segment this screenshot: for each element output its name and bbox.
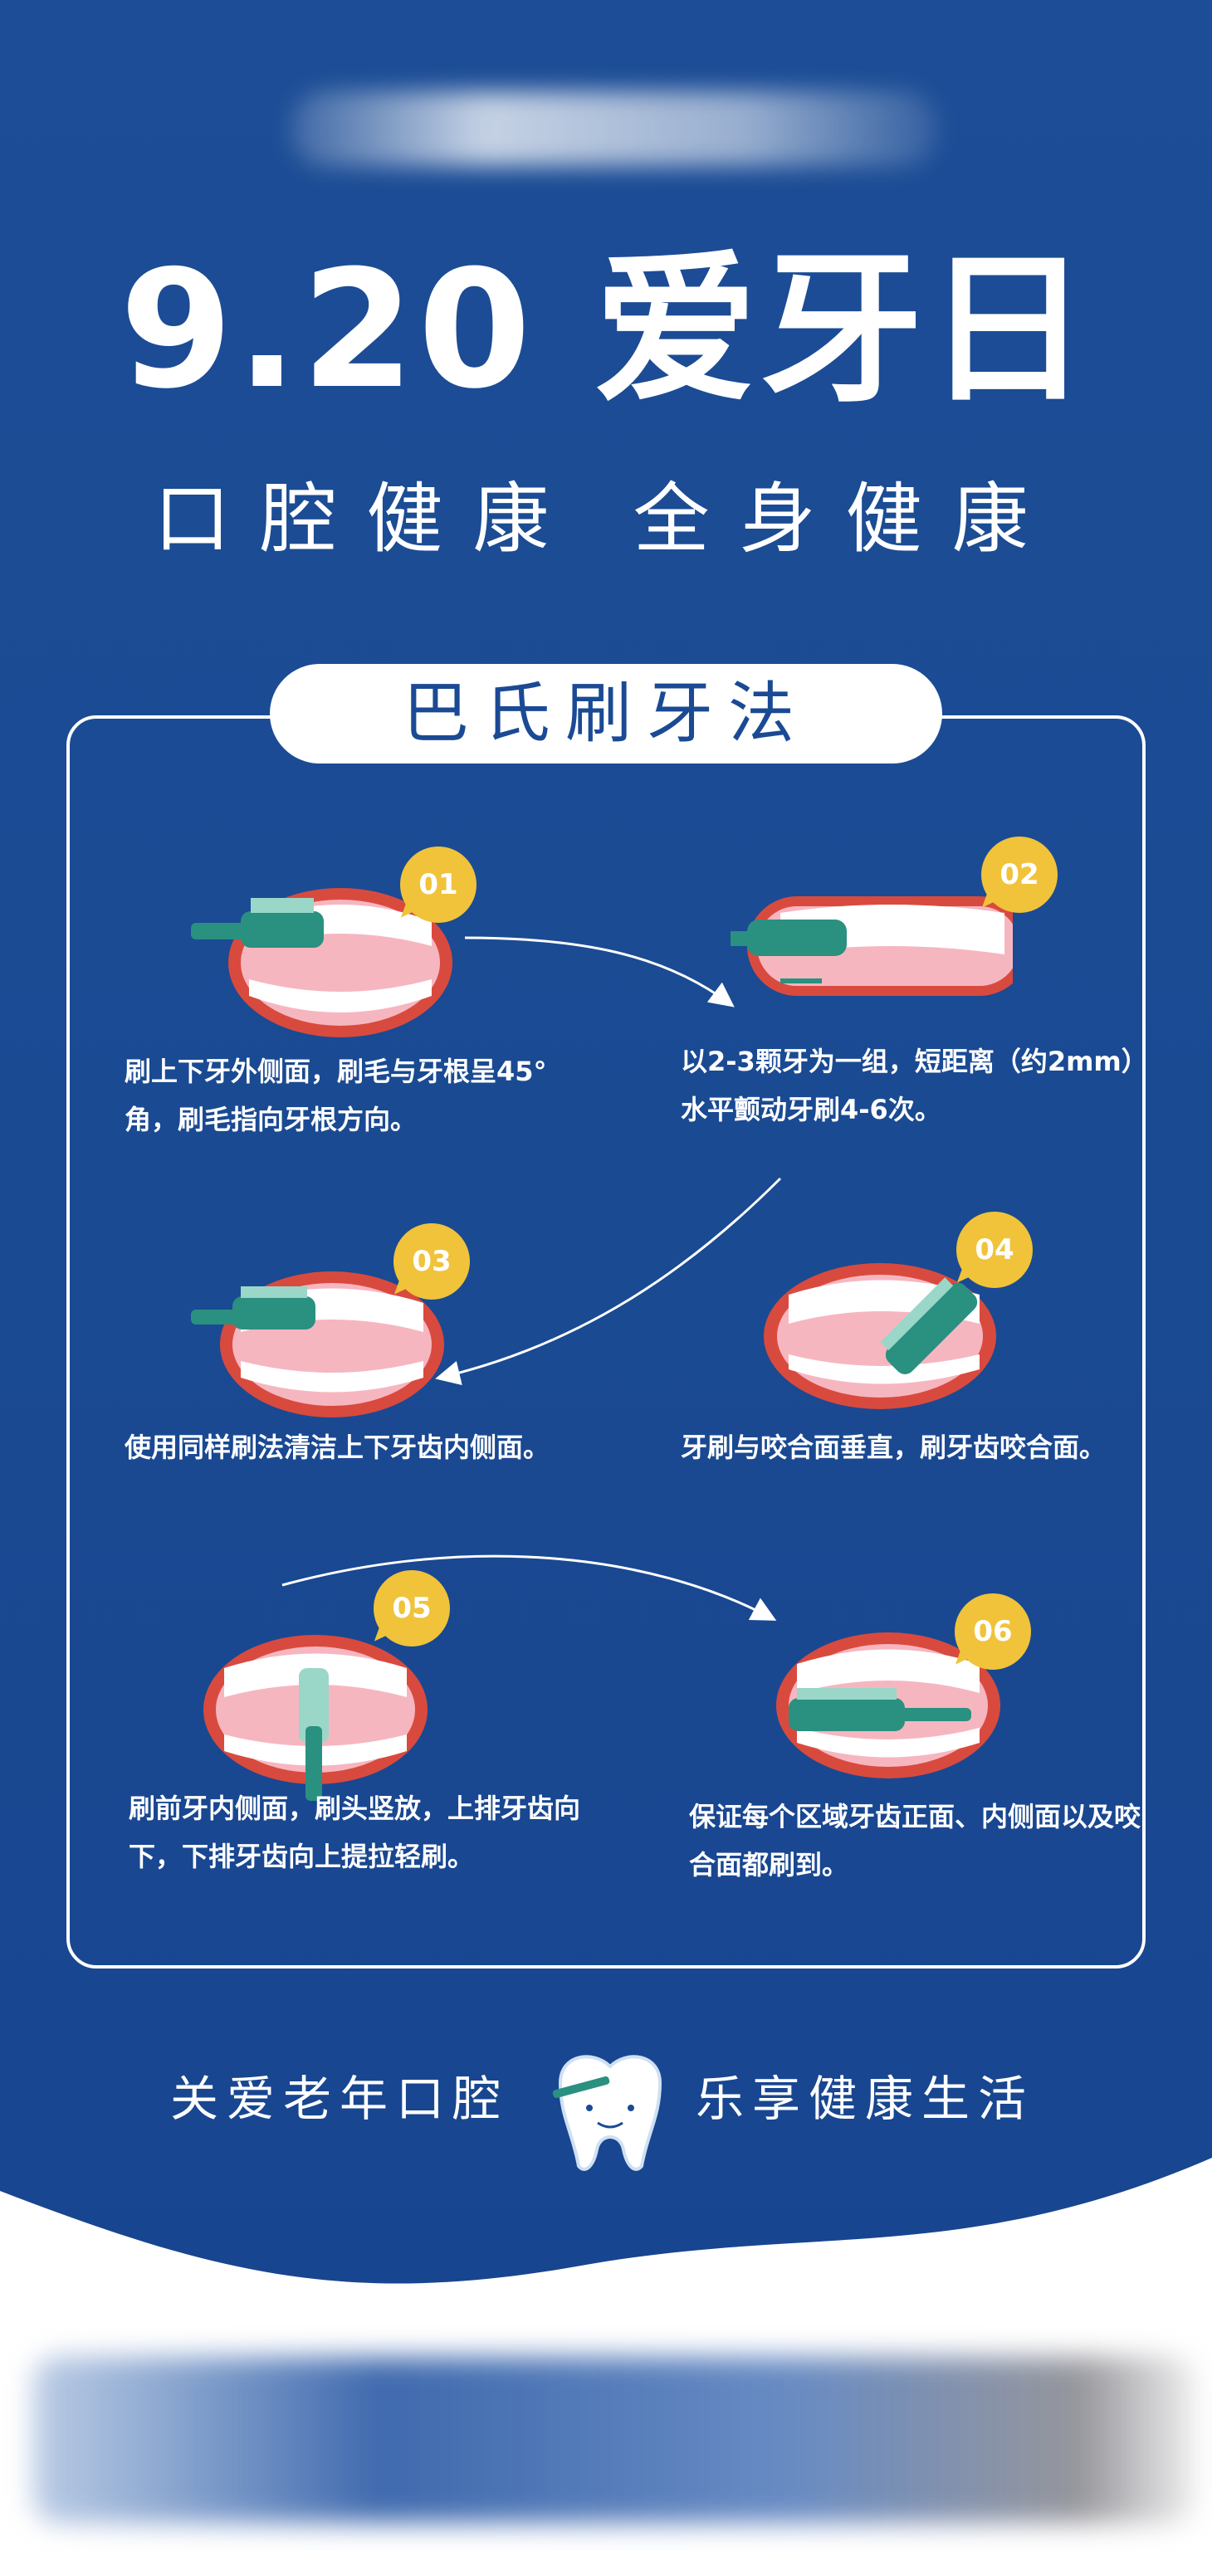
step-02-illustration bbox=[731, 896, 1013, 996]
step-03-illustration bbox=[191, 1271, 444, 1417]
step-06-text: 保证每个区域牙齿正面、内侧面以及咬合面都刷到。 bbox=[689, 1801, 1141, 1881]
toothbrush-icon bbox=[299, 1668, 329, 1801]
step-05-illustration bbox=[203, 1635, 428, 1801]
step-02-badge: 02 bbox=[981, 837, 1058, 913]
toothbrush-icon bbox=[880, 1277, 978, 1374]
wave-divider bbox=[0, 2158, 1212, 2357]
page-title: 9.20 爱牙日 bbox=[120, 236, 1092, 425]
step-04-badge: 04 bbox=[956, 1212, 1033, 1288]
step-04-text: 牙刷与咬合面垂直，刷牙齿咬合面。 bbox=[681, 1432, 1107, 1463]
footer-right-slogan: 乐享健康生活 bbox=[696, 2071, 1035, 2127]
section-title: 巴氏刷牙法 bbox=[270, 664, 942, 764]
blue-background bbox=[0, 0, 1212, 2291]
step-05-badge: 05 bbox=[374, 1570, 450, 1647]
step-03-text: 使用同样刷法清洁上下牙齿内侧面。 bbox=[125, 1432, 550, 1463]
step-01-badge: 01 bbox=[400, 846, 476, 923]
step-06-badge: 06 bbox=[955, 1593, 1031, 1670]
step-04-illustration bbox=[764, 1263, 996, 1409]
footer-left-slogan: 关爱老年口腔 bbox=[170, 2071, 510, 2127]
blurred-contact-bottom bbox=[33, 2357, 1195, 2523]
step-03-badge: 03 bbox=[393, 1223, 470, 1300]
step-05-text: 刷前牙内侧面，刷头竖放，上排牙齿向下，下排牙齿向上提拉轻刷。 bbox=[129, 1793, 581, 1872]
step-01-illustration bbox=[191, 888, 452, 1037]
step-06-illustration bbox=[776, 1632, 1000, 1778]
toothbrush-icon bbox=[789, 1688, 971, 1731]
step-02-text: 以2-3颗牙为一组，短距离（约2mm）水平颤动牙刷4-6次。 bbox=[681, 1046, 1135, 1125]
tooth-icon bbox=[552, 2055, 662, 2171]
page-subtitle: 口腔健康 全身健康 bbox=[154, 475, 1058, 564]
step-01-text: 刷上下牙外侧面，刷毛与牙根呈45°角，刷毛指向牙根方向。 bbox=[125, 1056, 547, 1135]
blurred-logo-top bbox=[291, 91, 938, 166]
toothbrush-icon bbox=[552, 2076, 610, 2098]
